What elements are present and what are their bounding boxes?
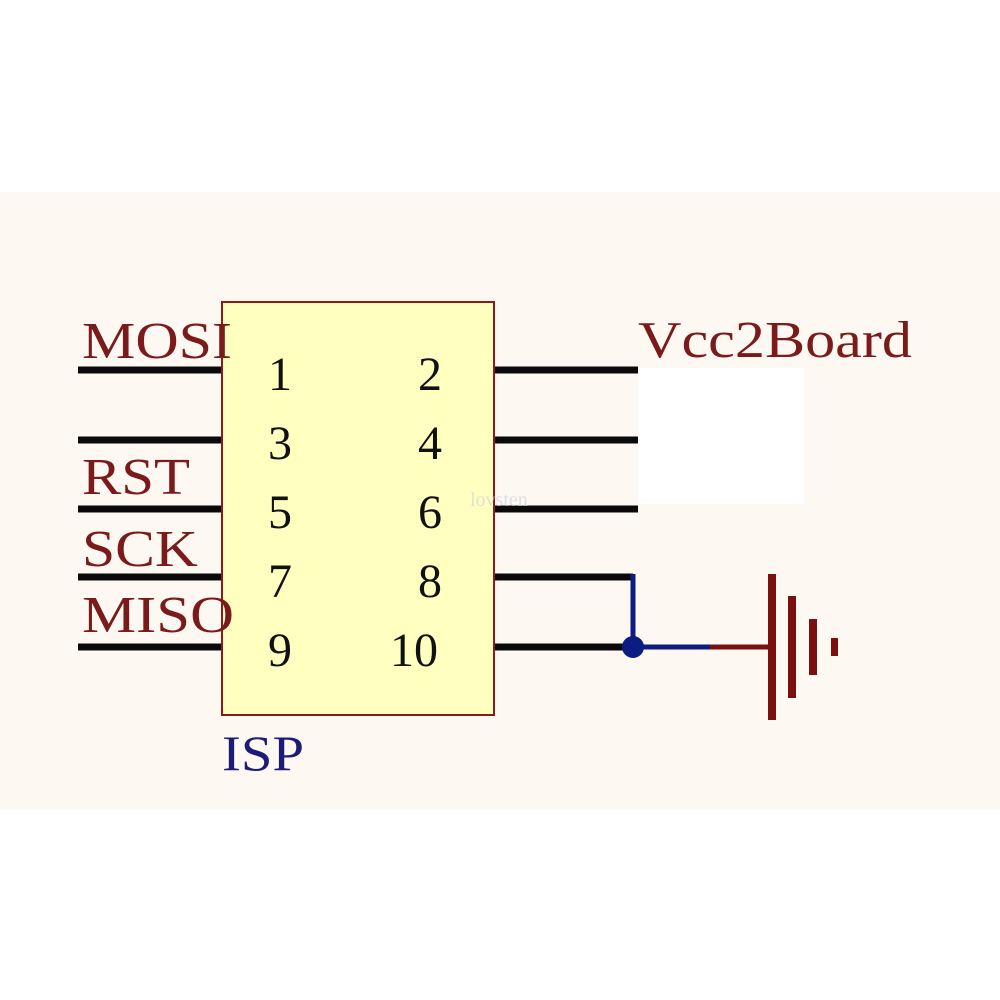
net-label-vcc2board: Vcc2Board <box>638 312 912 369</box>
pin-number-7: 7 <box>268 555 292 608</box>
erased-region <box>638 368 804 504</box>
pin-number-2: 2 <box>418 348 442 401</box>
component-designator: ISP <box>222 725 304 781</box>
isp-component-body[interactable] <box>221 301 495 716</box>
pin-number-4: 4 <box>418 417 442 470</box>
ground-bar-small <box>809 619 817 675</box>
junction-dot <box>622 636 644 658</box>
ground-net <box>622 574 772 658</box>
pin-number-1: 1 <box>268 348 292 401</box>
ground-icon <box>768 574 838 720</box>
ground-bar-large <box>768 574 776 720</box>
net-labels: MOSI RST SCK MISO Vcc2Board <box>82 312 912 644</box>
schematic-background-band <box>0 192 1000 810</box>
watermark: lovsten <box>470 489 528 511</box>
right-pin-wires <box>494 366 638 651</box>
net-label-miso: MISO <box>82 587 234 644</box>
pin-number-3: 3 <box>268 417 292 470</box>
pin-numbers: 1 3 5 7 9 2 4 6 8 10 <box>268 348 442 677</box>
pin-number-6: 6 <box>418 486 442 539</box>
pin-number-5: 5 <box>268 486 292 539</box>
left-pin-wires <box>78 366 222 651</box>
pin-number-9: 9 <box>268 624 292 677</box>
ground-bar-medium <box>788 596 796 698</box>
net-label-rst: RST <box>82 449 190 506</box>
net-label-sck: SCK <box>82 521 199 578</box>
ground-bar-tiny <box>831 638 838 656</box>
pin-number-10: 10 <box>390 624 438 677</box>
net-label-mosi: MOSI <box>82 313 232 370</box>
pin-number-8: 8 <box>418 555 442 608</box>
